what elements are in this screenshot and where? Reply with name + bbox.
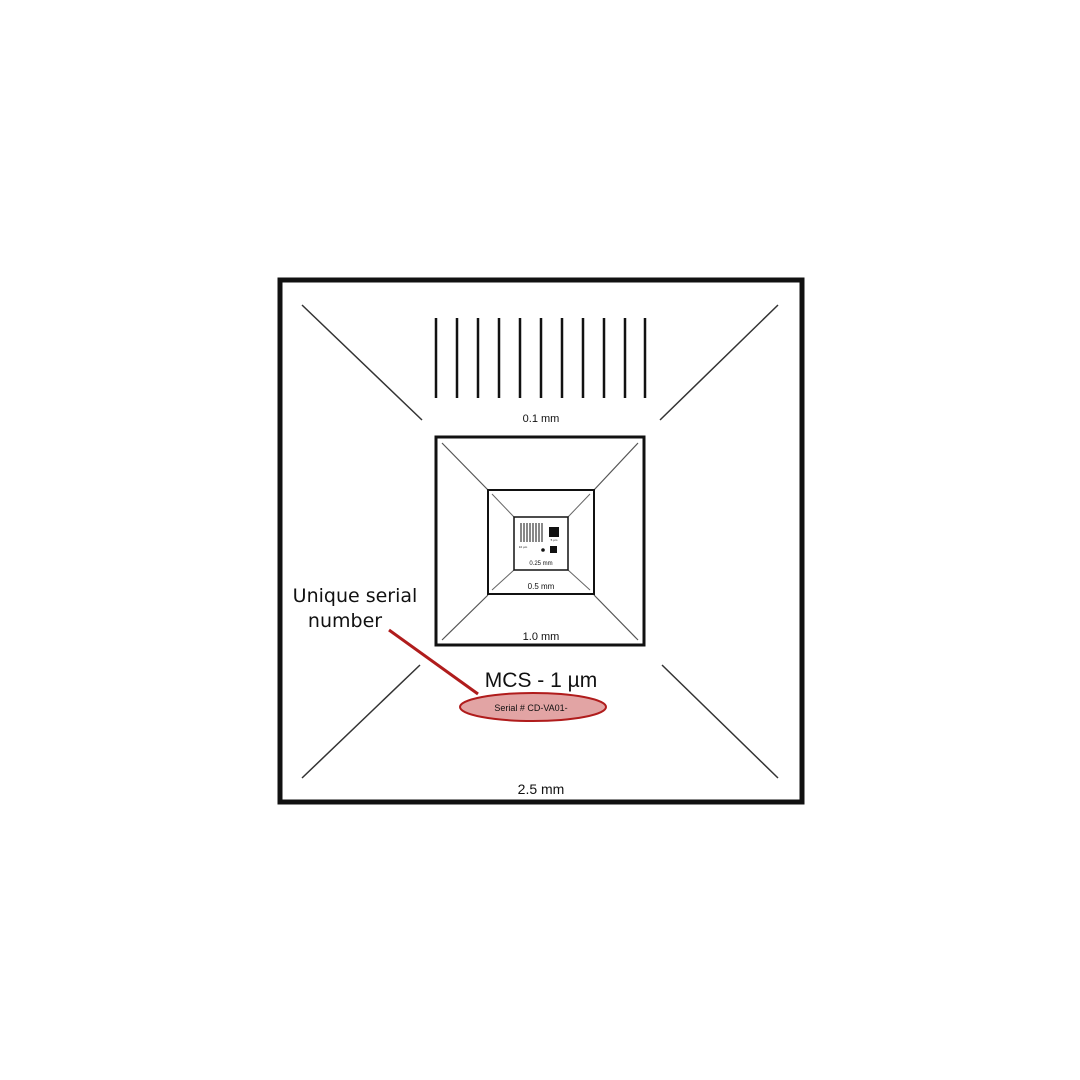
- diagonal-bottom-left: [301, 664, 421, 779]
- diagonal-top-left: [301, 304, 423, 421]
- scale-label-0-25mm: 0.25 mm: [529, 561, 552, 567]
- serial-highlight-ellipse: [459, 692, 607, 722]
- square-0-5mm: [487, 489, 595, 595]
- micro-grating: [520, 523, 543, 542]
- scale-label-0-1mm: 0.1 mm: [523, 413, 560, 425]
- outer-diagonals: [301, 304, 779, 779]
- square-1-0mm: [434, 435, 646, 647]
- diagonal-top-right: [567, 493, 591, 518]
- micro-square-medium: [550, 546, 557, 553]
- outer-frame-2-5mm: [277, 277, 805, 805]
- diagonal-top-right: [593, 442, 639, 491]
- callout-line-1: Unique serial: [293, 585, 418, 607]
- callout-leader-line: [388, 628, 479, 696]
- diagonal-bottom-left: [491, 569, 515, 591]
- micro-square-large: [549, 527, 559, 537]
- micro-dot: [541, 548, 545, 552]
- scale-label-2-5mm: 2.5 mm: [518, 781, 565, 797]
- diagonal-bottom-right: [661, 664, 779, 779]
- diagonal-bottom-right: [593, 594, 639, 641]
- square-0-5mm-diagonals: [491, 493, 591, 591]
- scale-label-1-0mm: 1.0 mm: [523, 631, 560, 643]
- line-grating-0-1mm: [434, 318, 647, 398]
- scale-label-0-5mm: 0.5 mm: [528, 582, 555, 591]
- standard-title: MCS - 1 µm: [485, 669, 597, 692]
- diagonal-bottom-right: [567, 569, 591, 591]
- square-1-0mm-diagonals: [441, 442, 639, 641]
- diagonal-top-left: [491, 493, 515, 518]
- micro-label-right: 5 µm: [551, 538, 558, 542]
- square-0-25mm: [513, 516, 569, 571]
- callout-line-2: number: [308, 610, 382, 632]
- diagonal-bottom-left: [441, 594, 489, 641]
- serial-number: Serial # CD-VA01-: [494, 703, 567, 713]
- diagonal-top-left: [441, 442, 489, 491]
- diagonal-top-right: [659, 304, 779, 421]
- micro-label-left: 10 µm: [519, 545, 528, 549]
